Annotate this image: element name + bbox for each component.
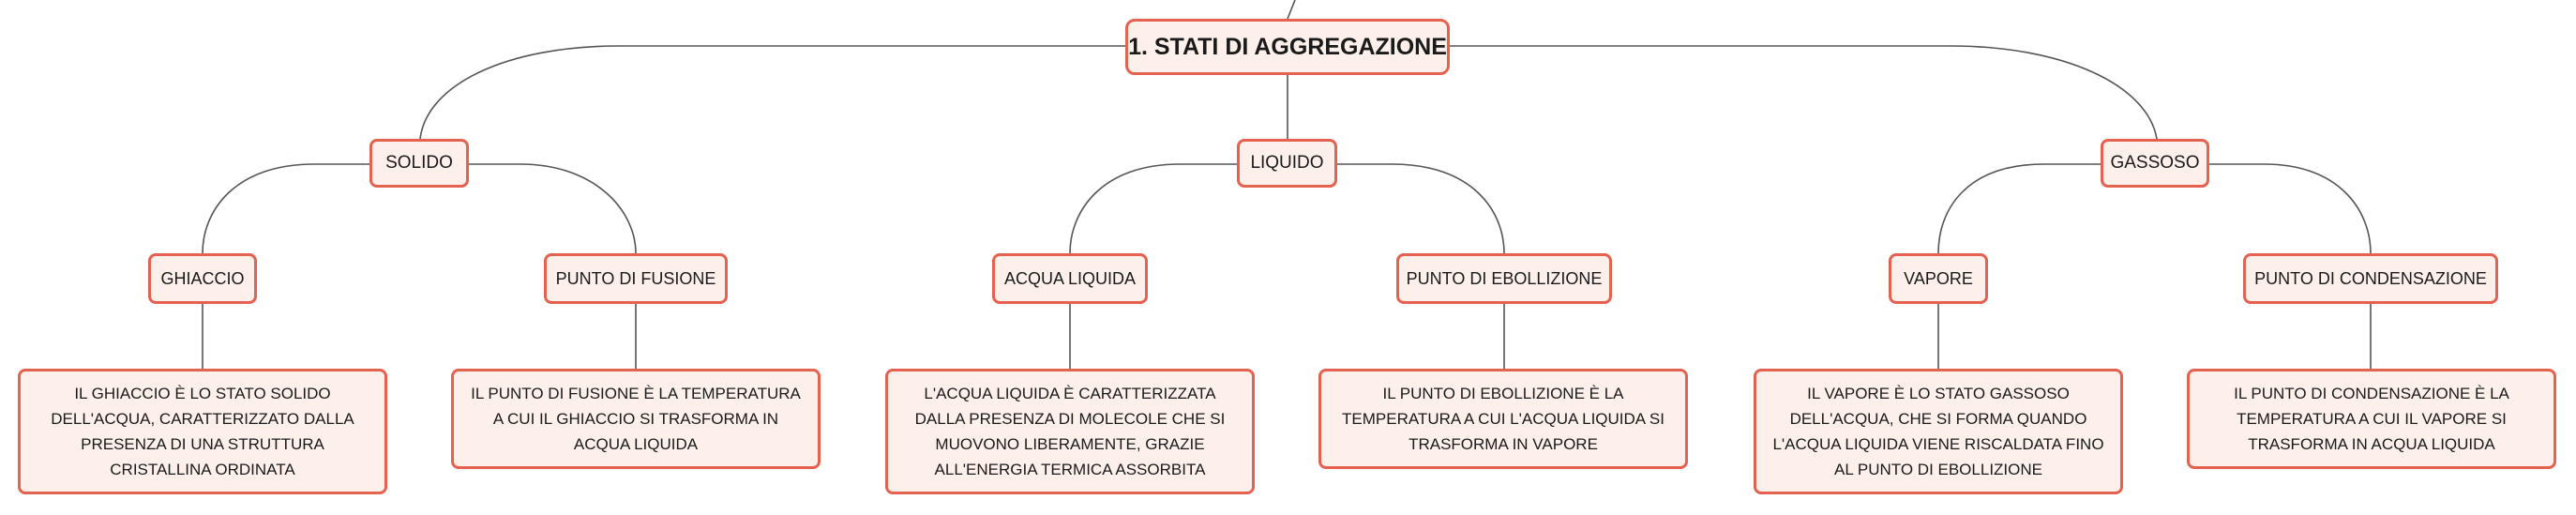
detail-box-punto-di-condensazione: IL PUNTO DI CONDENSAZIONE È LA TEMPERATU… bbox=[2187, 369, 2556, 469]
detail-text: IL PUNTO DI FUSIONE È LA TEMPERATURA A C… bbox=[471, 385, 801, 453]
subtopic-vapore[interactable]: VAPORE bbox=[1889, 253, 1988, 304]
root-topic-stati-di-aggregazione[interactable]: 1. STATI DI AGGREGAZIONE bbox=[1125, 19, 1450, 75]
subtopic-acqua-liquida[interactable]: ACQUA LIQUIDA bbox=[992, 253, 1148, 304]
subtopic-punto-di-fusione[interactable]: PUNTO DI FUSIONE bbox=[544, 253, 728, 304]
detail-text: IL VAPORE È LO STATO GASSOSO DELL'ACQUA,… bbox=[1772, 385, 2104, 478]
branch-topic-label: LIQUIDO bbox=[1250, 153, 1324, 173]
detail-box-punto-di-fusione: IL PUNTO DI FUSIONE È LA TEMPERATURA A C… bbox=[451, 369, 821, 469]
connector-solido-fusione bbox=[469, 163, 637, 254]
branch-topic-gassoso[interactable]: GASSOSO bbox=[2101, 139, 2209, 188]
subtopic-punto-di-condensazione[interactable]: PUNTO DI CONDENSAZIONE bbox=[2243, 253, 2498, 304]
detail-box-punto-di-ebollizione: IL PUNTO DI EBOLLIZIONE È LA TEMPERATURA… bbox=[1318, 369, 1688, 469]
branch-topic-label: SOLIDO bbox=[385, 153, 453, 173]
subtopic-label: PUNTO DI EBOLLIZIONE bbox=[1406, 268, 1603, 288]
connector-gassoso-vapore bbox=[1937, 163, 2101, 254]
branch-topic-solido[interactable]: SOLIDO bbox=[369, 139, 469, 188]
branch-topic-label: GASSOSO bbox=[2110, 153, 2200, 173]
detail-box-ghiaccio: IL GHIACCIO È LO STATO SOLIDO DELL'ACQUA… bbox=[18, 369, 387, 494]
connector-gassoso-condensazione bbox=[2209, 163, 2372, 254]
detail-text: IL PUNTO DI EBOLLIZIONE È LA TEMPERATURA… bbox=[1342, 385, 1665, 453]
detail-text: IL GHIACCIO È LO STATO SOLIDO DELL'ACQUA… bbox=[51, 385, 354, 478]
subtopic-label: PUNTO DI CONDENSAZIONE bbox=[2254, 268, 2487, 288]
detail-text: L'ACQUA LIQUIDA È CARATTERIZZATA DALLA P… bbox=[914, 385, 1226, 478]
connector-root-gassoso bbox=[1450, 45, 2158, 140]
connector-solido-ghiaccio bbox=[202, 163, 369, 254]
detail-text: IL PUNTO DI CONDENSAZIONE È LA TEMPERATU… bbox=[2234, 385, 2509, 453]
connector-liquido-acqua bbox=[1069, 163, 1237, 254]
subtopic-label: PUNTO DI FUSIONE bbox=[555, 268, 716, 288]
branch-topic-liquido[interactable]: LIQUIDO bbox=[1237, 139, 1337, 188]
subtopic-label: VAPORE bbox=[1904, 268, 1973, 288]
connector-root-solido bbox=[419, 45, 1125, 140]
subtopic-label: ACQUA LIQUIDA bbox=[1003, 268, 1137, 288]
subtopic-punto-di-ebollizione[interactable]: PUNTO DI EBOLLIZIONE bbox=[1396, 253, 1612, 304]
root-topic-label: 1. STATI DI AGGREGAZIONE bbox=[1128, 33, 1447, 60]
subtopic-ghiaccio[interactable]: GHIACCIO bbox=[148, 253, 257, 304]
connector-liquido-ebollizione bbox=[1337, 163, 1505, 254]
detail-box-acqua-liquida: L'ACQUA LIQUIDA È CARATTERIZZATA DALLA P… bbox=[885, 369, 1255, 494]
subtopic-label: GHIACCIO bbox=[160, 268, 245, 288]
detail-box-vapore: IL VAPORE È LO STATO GASSOSO DELL'ACQUA,… bbox=[1754, 369, 2123, 494]
connector-parent-root bbox=[1287, 0, 1296, 20]
